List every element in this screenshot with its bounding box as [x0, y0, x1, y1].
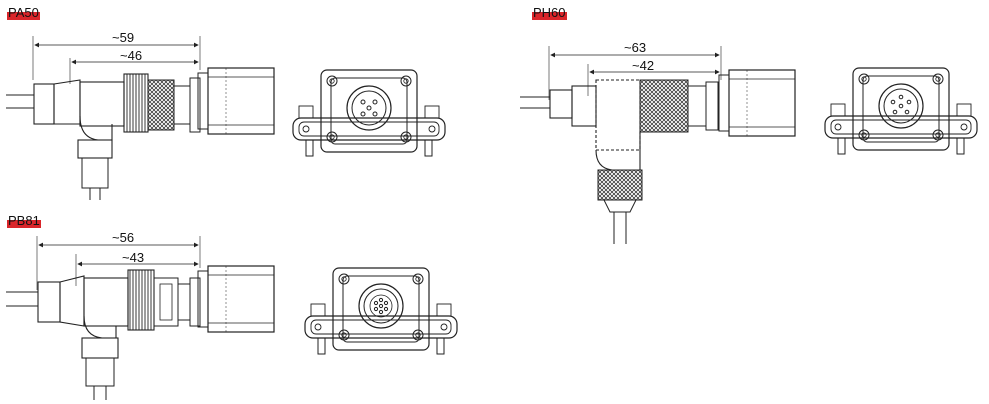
label-highlight-bar — [532, 12, 567, 20]
label-highlight-bar — [7, 220, 41, 228]
ph60-side-view — [520, 46, 796, 244]
dimension-value: ~43 — [122, 250, 144, 265]
dimension-value: ~56 — [112, 230, 134, 245]
variant-name: PA50 — [8, 5, 39, 20]
pb81-dimension-inner: ~43 — [122, 250, 144, 265]
dimension-value: ~46 — [120, 48, 142, 63]
ph60-dimension-overall: ~63 — [624, 40, 646, 55]
variant-label-pa50: PA50 — [7, 5, 40, 20]
variant-label-pb81: PB81 — [7, 213, 41, 228]
pb81-front-view — [304, 267, 458, 355]
variant-name: PH60 — [533, 5, 566, 20]
variant-name: PB81 — [8, 213, 40, 228]
ph60-front-view — [824, 67, 978, 155]
dimension-value: ~42 — [632, 58, 654, 73]
pa50-dimension-overall: ~59 — [112, 30, 134, 45]
ph60-dimension-inner: ~42 — [632, 58, 654, 73]
pa50-side-view — [6, 36, 275, 200]
dimension-value: ~63 — [624, 40, 646, 55]
pa50-front-view — [292, 69, 446, 157]
pb81-side-view — [6, 236, 275, 400]
pb81-dimension-overall: ~56 — [112, 230, 134, 245]
variant-label-ph60: PH60 — [532, 5, 567, 20]
pa50-dimension-inner: ~46 — [120, 48, 142, 63]
label-highlight-bar — [7, 12, 40, 20]
dimension-value: ~59 — [112, 30, 134, 45]
